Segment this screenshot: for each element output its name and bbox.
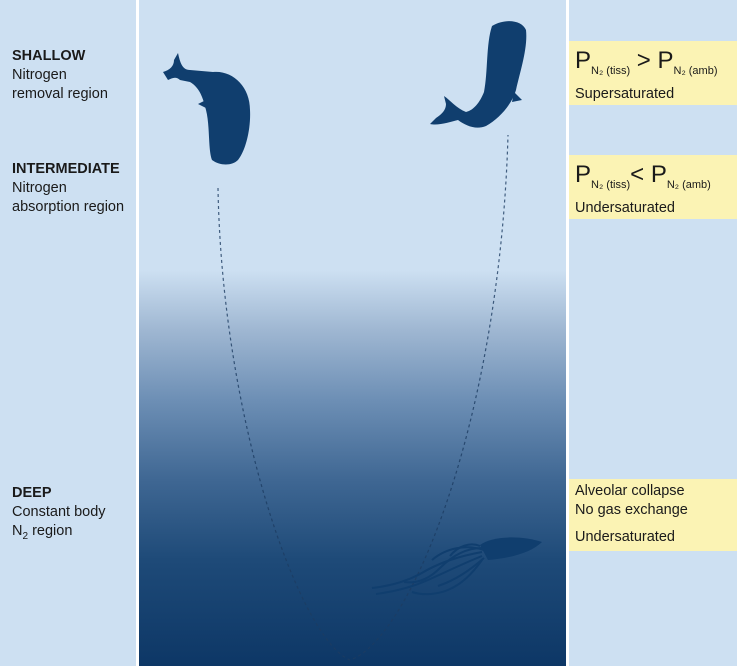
partial-pressure-equation-shallow: PN₂ (tiss) > PN₂ (amb)	[575, 47, 718, 77]
state-deep-status: Undersaturated	[575, 529, 675, 545]
state-deep-line2: No gas exchange	[575, 502, 688, 518]
zone-intermediate-title: INTERMEDIATE	[12, 161, 120, 177]
whale-icon	[430, 21, 527, 128]
state-deep-line1: Alveolar collapse	[575, 483, 685, 499]
state-box-intermediate: PN₂ (tiss)< PN₂ (amb) Undersaturated	[569, 155, 737, 219]
dive-path	[217, 134, 509, 661]
zone-shallow-title: SHALLOW	[12, 48, 86, 64]
zone-intermediate-line1: Nitrogen	[12, 180, 67, 196]
state-box-shallow: PN₂ (tiss) > PN₂ (amb) Supersaturated	[569, 41, 737, 105]
zone-deep-title: DEEP	[12, 485, 52, 501]
zone-labels-panel	[0, 0, 136, 666]
zone-shallow-line1: Nitrogen	[12, 67, 67, 83]
right-divider	[566, 0, 569, 666]
state-shallow-status: Supersaturated	[575, 86, 675, 102]
state-box-deep: Alveolar collapse No gas exchange Unders…	[569, 479, 737, 551]
zone-shallow: SHALLOW Nitrogen removal region	[12, 47, 108, 104]
zone-deep: DEEP Constant body N2 region	[12, 484, 106, 546]
saturation-panel	[569, 0, 737, 666]
zone-deep-line2: N2 region	[12, 523, 73, 542]
state-intermediate-status: Undersaturated	[575, 200, 675, 216]
squid-icon	[371, 537, 542, 596]
zone-intermediate: INTERMEDIATE Nitrogen absorption region	[12, 160, 124, 217]
zone-intermediate-line2: absorption region	[12, 199, 125, 215]
left-divider	[136, 0, 139, 666]
zone-shallow-line2: removal region	[12, 86, 108, 102]
zone-deep-line1: Constant body	[12, 504, 106, 520]
whale-icon	[163, 53, 251, 165]
partial-pressure-equation-intermediate: PN₂ (tiss)< PN₂ (amb)	[575, 161, 711, 191]
